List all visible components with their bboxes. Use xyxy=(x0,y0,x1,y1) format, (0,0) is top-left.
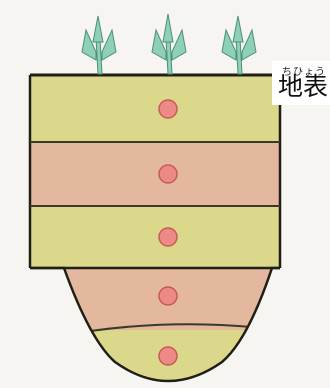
layer-1-band xyxy=(30,75,280,142)
layer-3-dot xyxy=(159,228,177,246)
layer-1-dot xyxy=(159,100,177,118)
surface-label-box: ちひょう 地表 xyxy=(272,61,330,105)
plant-left xyxy=(82,16,116,74)
plant-middle xyxy=(152,14,186,74)
layer-5-dot xyxy=(159,347,177,365)
bowl-layers xyxy=(30,268,290,388)
layer-3-band xyxy=(30,206,280,268)
layer-2-band xyxy=(30,142,280,206)
layer-2-dot xyxy=(159,165,177,183)
layer-4-dot xyxy=(159,287,177,305)
plant-right xyxy=(222,16,256,74)
surface-label: 地表 xyxy=(278,73,328,101)
